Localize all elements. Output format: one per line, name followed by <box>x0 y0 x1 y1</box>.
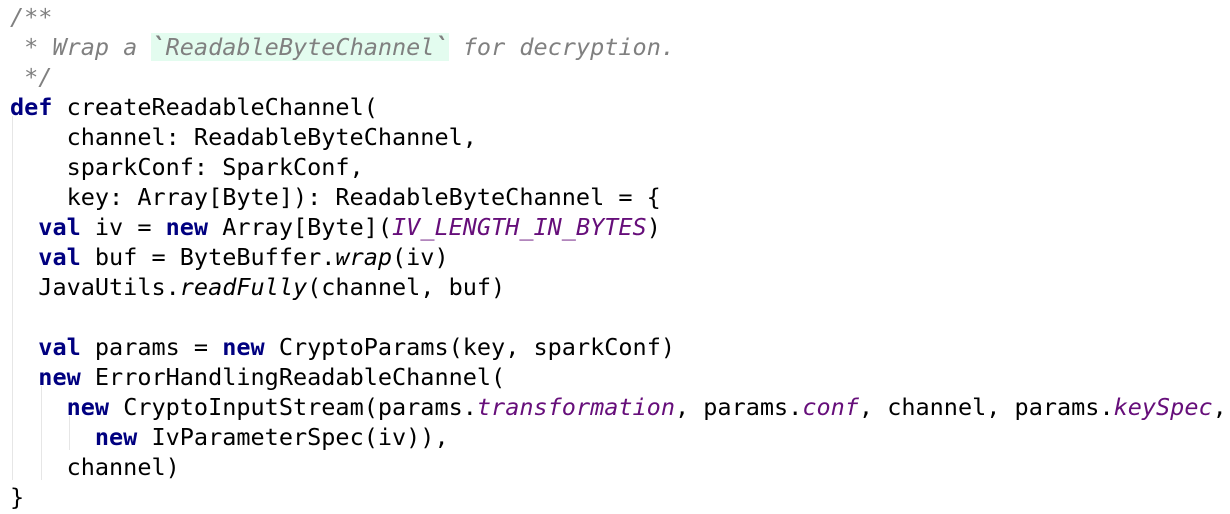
code-line: key: Array[Byte]): ReadableByteChannel =… <box>10 182 661 212</box>
code-token: val <box>38 243 81 271</box>
code-token: */ <box>10 63 53 91</box>
code-token: channel) <box>10 453 180 481</box>
code-line: sparkConf: SparkConf, <box>10 152 364 182</box>
code-token: Array[Byte]( <box>208 213 393 241</box>
code-token: new <box>94 423 138 451</box>
code-token: val <box>38 213 81 241</box>
code-line: val buf = ByteBuffer.wrap(iv) <box>10 242 449 272</box>
code-token: CryptoParams(key, sparkConf) <box>264 333 675 361</box>
code-token: ReadableByteChannel <box>165 33 435 61</box>
code-line: def createReadableChannel( <box>10 92 378 122</box>
indent-guide <box>12 116 13 480</box>
code-line: * Wrap a `ReadableByteChannel` for decry… <box>10 32 675 62</box>
indent-guide <box>41 386 42 480</box>
code-line: new IvParameterSpec(iv)), <box>10 422 449 452</box>
code-token: def <box>10 93 53 121</box>
code-token: keySpec <box>1113 393 1213 421</box>
code-line: val iv = new Array[Byte](IV_LENGTH_IN_BY… <box>10 212 661 242</box>
code-token: wrap <box>335 243 393 271</box>
code-token: for decryption. <box>448 33 675 61</box>
code-token <box>10 213 38 241</box>
code-token: new <box>66 393 110 421</box>
code-token <box>10 393 67 421</box>
code-line: new CryptoInputStream(params.transformat… <box>10 392 1227 422</box>
code-token: buf = ByteBuffer. <box>80 243 336 271</box>
code-line: channel) <box>10 452 180 482</box>
code-token <box>10 333 38 361</box>
code-token: (channel, buf) <box>307 273 506 301</box>
code-token: val <box>38 333 81 361</box>
code-token: key: Array[Byte]): ReadableByteChannel =… <box>10 183 661 211</box>
indent-guide <box>69 416 70 450</box>
code-token: , channel, params. <box>858 393 1114 421</box>
code-token: ` <box>151 33 166 61</box>
code-line: } <box>10 482 24 512</box>
code-token: ` <box>434 33 449 61</box>
code-token: new <box>38 363 81 391</box>
code-line: new ErrorHandlingReadableChannel( <box>10 362 505 392</box>
code-token: iv = <box>80 213 166 241</box>
code-token <box>10 423 95 451</box>
code-token: ErrorHandlingReadableChannel( <box>80 363 506 391</box>
code-token: IV_LENGTH_IN_BYTES <box>392 213 647 241</box>
code-token: sparkConf: SparkConf, <box>10 153 364 181</box>
code-token: IvParameterSpec(iv)), <box>137 423 449 451</box>
code-line: channel: ReadableByteChannel, <box>10 122 477 152</box>
code-token: channel: ReadableByteChannel, <box>10 123 477 151</box>
code-token: params = <box>80 333 223 361</box>
code-token <box>10 363 38 391</box>
code-token <box>10 243 38 271</box>
code-line: */ <box>10 62 52 92</box>
code-token: ) <box>646 213 661 241</box>
code-token: readFully <box>179 273 308 301</box>
code-token: createReadableChannel( <box>52 93 378 121</box>
code-token: * Wrap a <box>10 33 152 61</box>
code-token: , params. <box>674 393 803 421</box>
code-token: new <box>222 333 265 361</box>
code-line: JavaUtils.readFully(channel, buf) <box>10 272 505 302</box>
code-token: transformation <box>476 393 675 421</box>
code-line: /** <box>10 2 52 32</box>
code-token: (iv) <box>392 243 449 271</box>
code-token: /** <box>10 3 53 31</box>
code-token: new <box>165 213 209 241</box>
code-token: CryptoInputStream(params. <box>109 393 477 421</box>
code-token: JavaUtils. <box>10 273 180 301</box>
code-line: val params = new CryptoParams(key, spark… <box>10 332 675 362</box>
code-token: , <box>1212 393 1227 421</box>
code-token: } <box>10 483 25 511</box>
code-token: conf <box>802 393 859 421</box>
